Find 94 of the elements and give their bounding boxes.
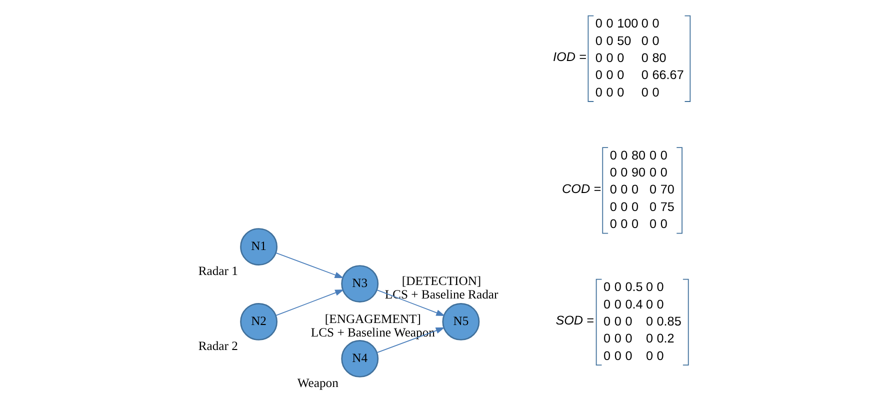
- arrow: [376, 290, 446, 316]
- label: 0: [606, 34, 614, 48]
- label: 0: [610, 200, 617, 214]
- label: 0: [660, 166, 668, 180]
- label: 0: [617, 50, 624, 65]
- label: 0: [610, 148, 617, 162]
- label: 80: [632, 148, 646, 162]
- label: 0: [620, 166, 628, 180]
- label: 0: [620, 217, 628, 232]
- label: 0: [660, 217, 668, 232]
- label: 50: [617, 34, 632, 48]
- label: 0: [656, 280, 664, 294]
- label: 0: [660, 148, 668, 162]
- label: 0: [604, 280, 611, 294]
- label: 66.67: [652, 68, 684, 82]
- label: 100: [617, 16, 638, 31]
- label: 0: [656, 297, 664, 312]
- label: 0: [641, 34, 648, 48]
- label: 0: [646, 332, 653, 346]
- label: 0: [646, 297, 653, 312]
- node-label: LCS + Baseline Radar: [384, 287, 498, 302]
- label: 0: [656, 348, 664, 363]
- label: 0.5: [625, 280, 643, 294]
- label: 0: [606, 16, 614, 31]
- node-circle: N3: [341, 265, 379, 303]
- label: 0: [610, 166, 617, 180]
- label: 0: [604, 297, 611, 312]
- label: 0: [625, 314, 632, 328]
- label: 0: [650, 182, 657, 197]
- label: 0: [641, 50, 648, 65]
- label: 0: [606, 68, 614, 82]
- label: 80: [652, 50, 666, 65]
- label: 0: [595, 68, 602, 82]
- label: 90: [632, 166, 646, 180]
- label: 0: [610, 182, 617, 197]
- label: 0: [625, 348, 632, 363]
- arrow: [276, 252, 344, 278]
- label: 0: [604, 348, 611, 363]
- label: 0.4: [625, 297, 643, 312]
- label: 0: [595, 34, 602, 48]
- label: 0: [641, 16, 648, 31]
- label: 0: [595, 50, 602, 65]
- label: 0: [646, 314, 653, 328]
- label: COD =: [562, 182, 601, 196]
- label: 0: [620, 148, 628, 162]
- label: 0: [632, 200, 639, 214]
- label: 0: [646, 348, 653, 363]
- label: 0: [620, 200, 628, 214]
- label: 0: [610, 217, 617, 232]
- label: 0: [604, 332, 611, 346]
- label: 0: [652, 34, 660, 48]
- label: 0: [646, 280, 653, 294]
- node-label: [DETECTION]: [402, 274, 482, 288]
- label: 0: [632, 182, 639, 197]
- label: SOD =: [556, 314, 594, 328]
- label: 0: [614, 332, 622, 346]
- label: 0: [652, 85, 660, 100]
- label: 0: [650, 166, 657, 180]
- label: 0: [632, 217, 639, 232]
- node-circle: N4: [341, 340, 379, 378]
- node-circle: N5: [442, 302, 480, 340]
- label: 0: [641, 68, 648, 82]
- label: 0: [595, 16, 602, 31]
- label: 0.2: [656, 332, 674, 346]
- label: 0: [650, 148, 657, 162]
- node-label: Radar 2: [198, 338, 238, 353]
- label: 0: [606, 50, 614, 65]
- node-label: Radar 1: [198, 264, 238, 278]
- label: 0: [650, 217, 657, 232]
- node-label: LCS + Baseline Weapon: [310, 325, 435, 340]
- arrow: [276, 289, 344, 316]
- label: 0: [620, 182, 628, 197]
- label: IOD =: [552, 50, 586, 64]
- label: 0: [641, 85, 648, 100]
- label: 0: [652, 16, 660, 31]
- node-circle: N2: [240, 302, 278, 340]
- label: 0: [625, 332, 632, 346]
- label: 0: [617, 68, 624, 82]
- node-label: Weapon: [297, 376, 338, 390]
- label: 0: [614, 297, 622, 312]
- label: 0: [614, 348, 622, 363]
- label: 0.85: [656, 314, 682, 328]
- label: 0: [614, 314, 622, 328]
- node-label: [ENGAGEMENT]: [324, 312, 421, 326]
- label: 75: [660, 200, 674, 214]
- node-circle: N1: [240, 228, 278, 266]
- label: 70: [660, 182, 674, 197]
- label: 0: [617, 85, 624, 100]
- label: 0: [595, 85, 602, 100]
- label: 0: [606, 85, 614, 100]
- arrow: [376, 327, 445, 354]
- label: 0: [650, 200, 657, 214]
- label: 0: [604, 314, 611, 328]
- label: 0: [614, 280, 622, 294]
